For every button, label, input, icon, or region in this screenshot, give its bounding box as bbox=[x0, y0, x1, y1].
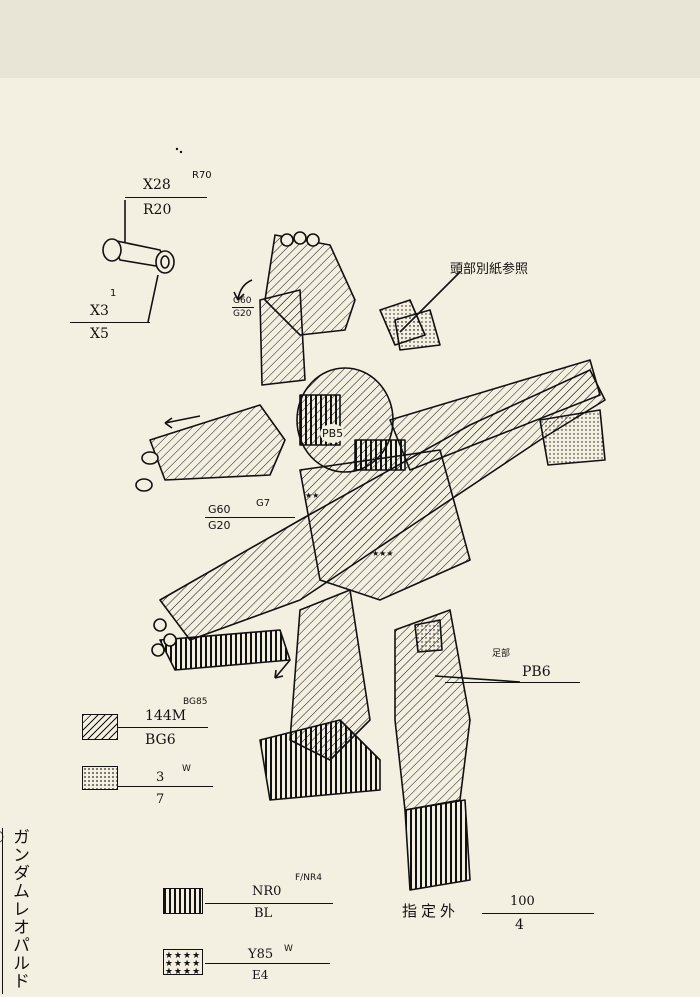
rifle bbox=[151, 309, 606, 671]
leg-label: PB6 bbox=[522, 664, 551, 680]
legend-line-2 bbox=[118, 786, 213, 787]
legend-line-3 bbox=[205, 903, 333, 904]
backpack bbox=[259, 231, 356, 386]
cylinder-side-b: X5 bbox=[90, 326, 109, 342]
cylinder-detail bbox=[102, 200, 175, 323]
rifle-code: G7 bbox=[256, 498, 271, 509]
leg-line bbox=[445, 682, 580, 683]
legend-bottom-2: 7 bbox=[156, 792, 165, 807]
cylinder-side-a: X3 bbox=[90, 303, 109, 319]
legend-top-2: 3 bbox=[156, 770, 165, 785]
paper-top-band bbox=[0, 0, 700, 78]
legend-code-1: BG85 bbox=[183, 697, 208, 707]
cylinder-top-code: R70 bbox=[192, 170, 212, 181]
legend-swatch-dots bbox=[82, 766, 118, 790]
shoulder-line bbox=[232, 307, 254, 308]
legend-code-3: F/NR4 bbox=[295, 873, 322, 883]
cylinder-top-a: X28 bbox=[143, 177, 171, 193]
legend-bottom-4: E4 bbox=[252, 968, 269, 982]
cylinder-top-line bbox=[125, 197, 207, 198]
rifle-a: G60 bbox=[208, 503, 231, 516]
legend-bottom-3: BL bbox=[254, 906, 273, 921]
arrow-icon bbox=[164, 415, 201, 429]
arrow-icon bbox=[274, 659, 291, 679]
cylinder-side-code: 1 bbox=[110, 288, 117, 299]
legend-swatch-hatch bbox=[82, 714, 118, 740]
chest-label: PB5 bbox=[320, 424, 346, 443]
special-label: 指定外 bbox=[402, 902, 460, 920]
cylinder-side-line bbox=[70, 322, 150, 323]
legend-line-1 bbox=[118, 727, 208, 728]
legend-top-3: NR0 bbox=[252, 884, 282, 899]
legend-code-2: W bbox=[182, 764, 191, 774]
rifle-b: G20 bbox=[208, 519, 231, 532]
svg-text:★★★: ★★★ bbox=[372, 549, 394, 558]
svg-text:★★: ★★ bbox=[305, 491, 319, 500]
special-line bbox=[482, 913, 594, 914]
legs bbox=[259, 589, 471, 891]
head bbox=[379, 299, 426, 346]
legend-swatch-stripes bbox=[163, 888, 203, 914]
special-top: 100 bbox=[510, 894, 535, 909]
head-note: 頭部別紙参照 bbox=[450, 262, 529, 277]
legend-bottom-1: BG6 bbox=[145, 732, 176, 748]
legend-swatch-stars: ★★★★★★★★★★★★ bbox=[163, 949, 203, 975]
rifle-line bbox=[205, 517, 295, 518]
shoulder-b: G20 bbox=[233, 309, 252, 319]
cylinder-top-b: R20 bbox=[143, 202, 172, 218]
legend-line-4 bbox=[205, 963, 330, 964]
arm-gatling bbox=[135, 404, 286, 492]
leg-prefix: 足部 bbox=[492, 649, 511, 659]
legend-top-4: Y85 bbox=[248, 947, 274, 962]
legend-top-1: 144M bbox=[145, 708, 187, 724]
vertical-title: ガンダムレオパルド④ bbox=[0, 828, 32, 994]
legend-code-4: W bbox=[284, 944, 293, 954]
star-patches: ★★ ★★★ bbox=[305, 491, 394, 558]
arrow-icon bbox=[233, 279, 253, 301]
shoulder-a: G60 bbox=[233, 296, 252, 306]
special-bottom: 4 bbox=[515, 917, 524, 933]
